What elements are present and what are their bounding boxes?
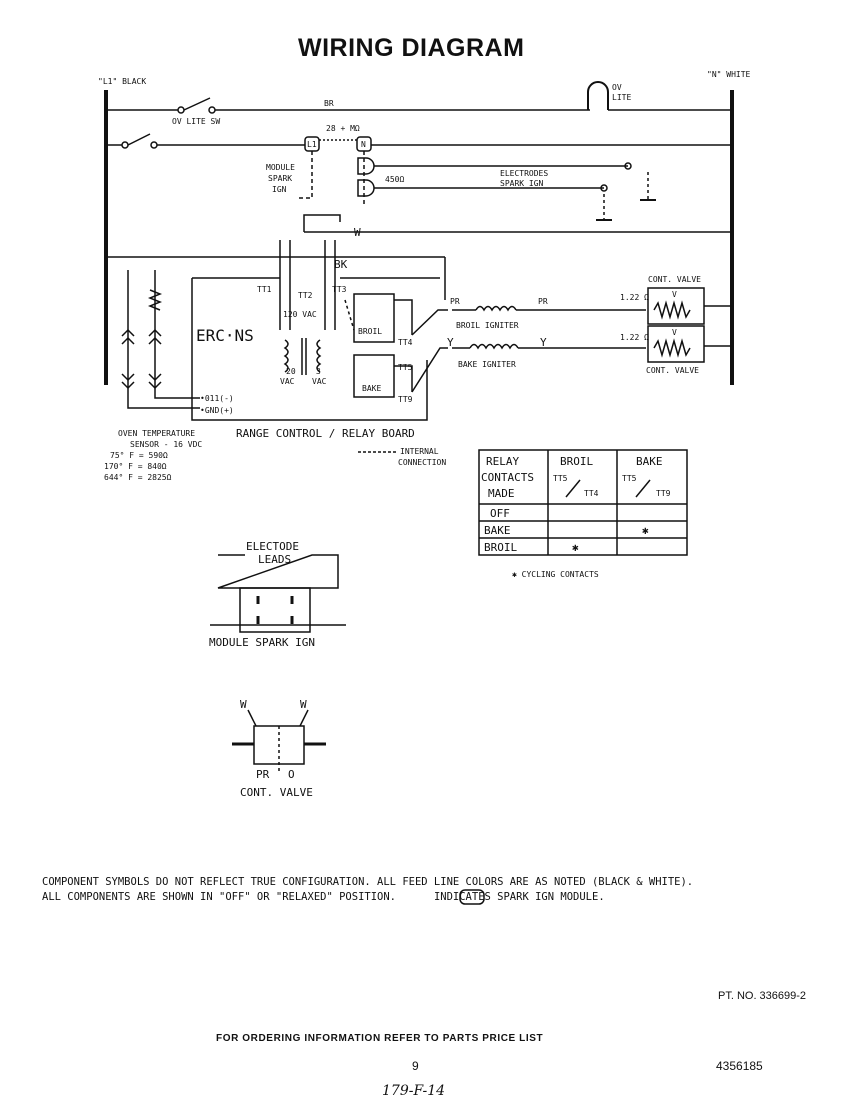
vac20-label-2: VAC [280,377,295,386]
w-label: W [354,226,361,239]
cont-valve-bottom [647,325,705,363]
row-off: OFF [490,507,510,520]
document-code: 4356185 [716,1059,763,1073]
erc-ns-label: ERC·NS [196,326,254,345]
ordering-info: FOR ORDERING INFORMATION REFER TO PARTS … [216,1033,544,1044]
bake-relay [353,354,395,398]
ground-a-label: •011(-) [200,394,234,403]
module-spark-ign-label: MODULE SPARK IGN [209,636,315,649]
r122-top-label: 1.22 Ω [620,293,649,302]
page-title: WIRING DIAGRAM [298,34,525,62]
vac20-label: 20 [286,367,296,376]
broil-contact-b: TT4 [584,489,599,498]
tt9-label: TT9 [398,395,413,404]
pr-left-label: PR [450,297,460,306]
table-bake-header: BAKE [636,455,663,468]
cont-valve-bottom-label: CONT. VALVE [646,366,699,375]
sensor-label-5: 644° F = 2825Ω [104,473,172,482]
n-terminal: N [361,140,366,149]
tt1-label: TT1 [257,285,272,294]
cv-o: O [288,768,295,781]
table-header-3: MADE [488,487,515,500]
table-broil-header: BROIL [560,455,593,468]
table-header-1: RELAY [486,455,519,468]
r122-bottom-label: 1.22 Ω [620,333,649,342]
module-label-1: MODULE [266,163,295,172]
cycling-contacts-note: ✱ CYCLING CONTACTS [512,570,599,579]
r450-label: 450Ω [385,175,404,184]
v-bottom-label: V [672,328,677,337]
electrode-leads-diagram [210,554,346,633]
broil-contact-a: TT5 [553,474,568,483]
spark-electrode-1 [357,157,375,175]
oven-light-bulb [587,81,609,110]
spark-electrode-2 [357,179,375,197]
l1-black-label: "L1" BLACK [98,77,146,86]
cont-valve-top-label: CONT. VALVE [648,275,701,284]
electrodes-label: ELECTRODES [500,169,548,178]
note-line-2: ALL COMPONENTS ARE SHOWN IN "OFF" OR "RE… [42,891,397,903]
broil-relay [353,293,395,343]
page-number: 9 [412,1059,419,1073]
ground-b-label: •GND(+) [200,406,234,415]
cont-valve-diagram [232,709,326,772]
br-label: BR [324,99,334,108]
internal-label-2: CONNECTION [398,458,446,467]
vac120-label: 120 VAC [283,310,317,319]
cv-title: CONT. VALVE [240,786,313,799]
part-number: PT. NO. 336699-2 [718,990,807,1002]
pr-right-label: PR [538,297,548,306]
l1-terminal: L1 [307,140,317,149]
cv-w-right: W [300,698,307,711]
bake-contact-b: TT9 [656,489,671,498]
sensor-label-2: SENSOR - 16 VDC [130,440,202,449]
electrodes-label-2: SPARK IGN [500,179,544,188]
broil-igniter [475,305,517,312]
sensor-label-4: 170° F = 840Ω [104,462,167,471]
resistor-label: 28 + MΩ [326,124,360,133]
electrode-leads-label-2: LEADS [258,553,291,566]
vac3-label: 3 [316,367,321,376]
n-white-label: "N" WHITE [707,70,751,79]
tt4-label: TT4 [398,338,413,347]
module-label-3: IGN [272,185,287,194]
broil-igniter-label: BROIL IGNITER [456,321,519,330]
note-line-2b: INDICATES SPARK IGN MODULE. [433,891,605,903]
ov-lite-label-2: LITE [612,93,631,102]
bake-igniter [469,343,519,350]
tt5-label: TT5 [398,363,413,372]
row-bake-mark: ✱ [642,524,649,537]
electrode-leads-label-1: ELECTODE [246,540,299,553]
component-notes: COMPONENT SYMBOLS DO NOT REFLECT TRUE CO… [42,875,693,905]
sensor-label-3: 75° F = 590Ω [110,451,168,460]
row-broil: BROIL [484,541,517,554]
cv-pr: PR [256,768,270,781]
module-label-2: SPARK [268,174,292,183]
bake-relay-label: BAKE [362,384,381,393]
internal-label-1: INTERNAL [400,447,439,456]
bake-igniter-label: BAKE IGNITER [458,360,516,369]
bk-label: BK [334,258,348,271]
ov-lite-label: OV [612,83,622,92]
handwritten-code: 179-F-14 [382,1083,446,1099]
relay-contacts-table [478,449,688,556]
bake-contact-a: TT5 [622,474,637,483]
vac3-label-2: VAC [312,377,327,386]
tt2-label: TT2 [298,291,313,300]
y-right-label: Y [540,336,547,349]
row-bake: BAKE [484,524,511,537]
table-header-2: CONTACTS [481,471,534,484]
broil-relay-label: BROIL [358,327,382,336]
y-left-label: Y [447,336,454,349]
spark-module-symbol [459,889,485,905]
sensor-label-1: OVEN TEMPERATURE [118,429,195,438]
v-top-label: V [672,290,677,299]
row-broil-mark: ✱ [572,541,579,554]
tt3-label: TT3 [332,285,347,294]
ov-lite-sw-label: OV LITE SW [172,117,220,126]
note-line-1: COMPONENT SYMBOLS DO NOT REFLECT TRUE CO… [42,876,694,888]
range-control-label: RANGE CONTROL / RELAY BOARD [236,427,415,440]
cv-w-left: W [240,698,247,711]
